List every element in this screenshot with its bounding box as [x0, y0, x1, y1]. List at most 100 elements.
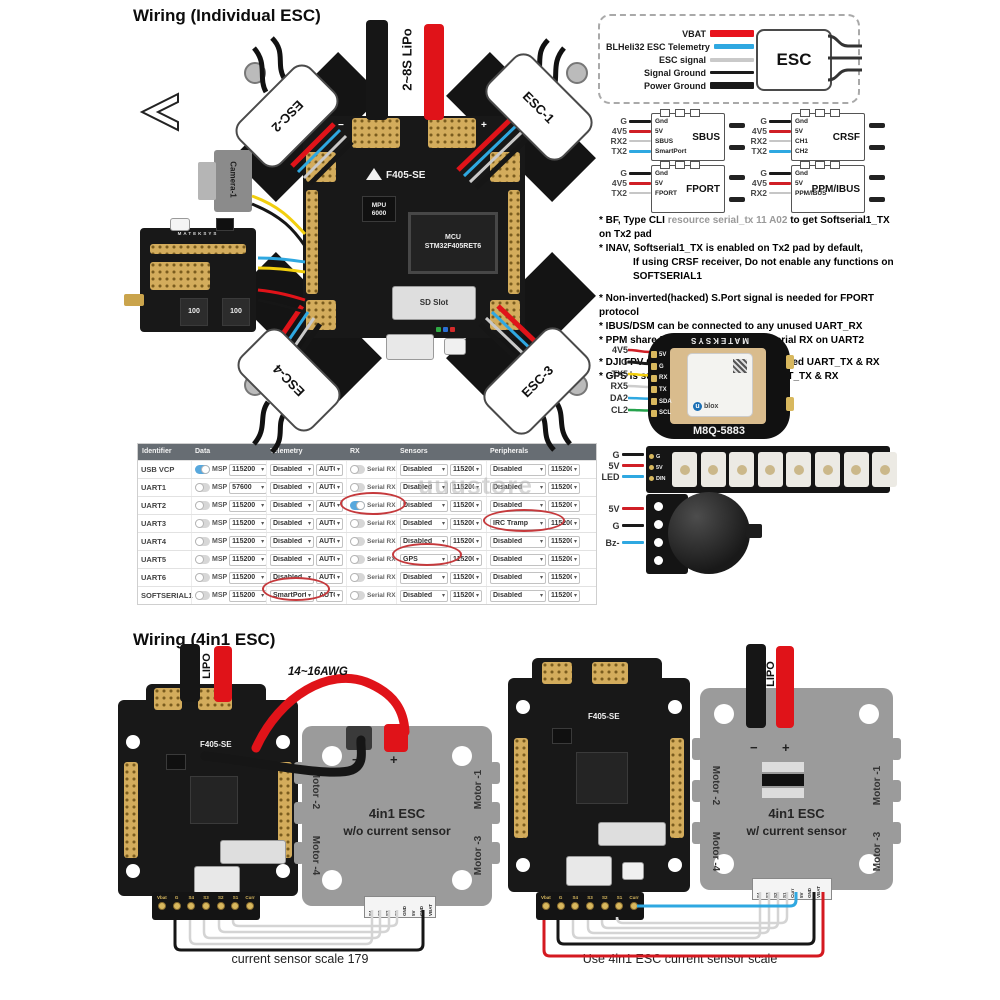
- select-dropdown[interactable]: 115200▾: [548, 589, 580, 602]
- toggle-switch[interactable]: [350, 518, 365, 528]
- plus-mark: +: [782, 740, 790, 755]
- select-dropdown[interactable]: Disabled▾: [490, 481, 546, 494]
- select-dropdown[interactable]: Disabled▾: [270, 535, 314, 548]
- receiver-pin-row: 4V5: [737, 178, 791, 188]
- select-dropdown[interactable]: Disabled▾: [490, 499, 546, 512]
- toggle-switch[interactable]: [350, 590, 365, 600]
- toggle-knob: [195, 572, 204, 582]
- strip-pad-vbat: Vbat: [539, 894, 553, 918]
- select-dropdown[interactable]: 115200▾: [548, 553, 580, 566]
- select-dropdown[interactable]: Disabled▾: [490, 463, 546, 476]
- port-identifier: SOFTSERIAL1: [141, 591, 193, 600]
- serial-rx-label: Serial RX: [367, 592, 396, 599]
- select-dropdown[interactable]: Disabled▾: [400, 571, 448, 584]
- toggle-switch[interactable]: [350, 536, 365, 546]
- select-dropdown[interactable]: 57600▾: [229, 481, 268, 494]
- vtx-pad-row: [150, 244, 246, 254]
- select-dropdown[interactable]: 115200▾: [229, 463, 268, 476]
- toggle-knob: [195, 554, 204, 564]
- select-value: Disabled: [493, 484, 523, 491]
- select-dropdown[interactable]: 115200▾: [450, 553, 482, 566]
- ws2812-led: [872, 452, 898, 487]
- select-value: IRC Tramp: [493, 520, 529, 527]
- select-dropdown[interactable]: 115200▾: [450, 463, 482, 476]
- select-dropdown[interactable]: 115200▾: [548, 535, 580, 548]
- select-value: Disabled: [403, 574, 433, 581]
- select-dropdown[interactable]: AUTO▾: [316, 481, 343, 494]
- select-dropdown[interactable]: Disabled▾: [270, 463, 314, 476]
- toggle-switch[interactable]: [195, 464, 210, 474]
- select-dropdown[interactable]: 115200▾: [450, 499, 482, 512]
- select-value: 115200: [453, 484, 474, 491]
- select-dropdown[interactable]: 115200▾: [450, 571, 482, 584]
- port-identifier: UART5: [141, 555, 167, 564]
- chevron-down-icon: ▾: [539, 521, 543, 527]
- toggle-switch[interactable]: [195, 518, 210, 528]
- select-dropdown[interactable]: 115200▾: [229, 517, 268, 530]
- select-dropdown[interactable]: 115200▾: [548, 463, 580, 476]
- select-dropdown[interactable]: Disabled▾: [490, 589, 546, 602]
- lipo-pad-neg: [154, 688, 182, 710]
- toggle-knob: [356, 500, 365, 510]
- toggle-switch[interactable]: [350, 500, 365, 510]
- receiver-pad-label: Gnd: [655, 170, 668, 177]
- select-dropdown[interactable]: AUTO▾: [316, 517, 343, 530]
- select-dropdown[interactable]: AUTO▾: [316, 499, 343, 512]
- select-dropdown[interactable]: 115200▾: [229, 571, 268, 584]
- select-dropdown[interactable]: 115200▾: [548, 481, 580, 494]
- toggle-switch[interactable]: [350, 482, 365, 492]
- mcu-chip: MCU STM32F405RET6: [408, 212, 498, 274]
- toggle-switch[interactable]: [195, 590, 210, 600]
- gps-pad: [651, 374, 657, 382]
- receiver-pin-label: G: [620, 116, 627, 126]
- select-dropdown[interactable]: 115200▾: [450, 481, 482, 494]
- toggle-switch[interactable]: [195, 554, 210, 564]
- receiver-pin-row: G: [597, 168, 651, 178]
- select-dropdown[interactable]: AUTO▾: [316, 553, 343, 566]
- select-dropdown[interactable]: Disabled▾: [400, 517, 448, 530]
- select-dropdown[interactable]: Disabled▾: [400, 463, 448, 476]
- select-dropdown[interactable]: Disabled▾: [270, 481, 314, 494]
- select-dropdown[interactable]: AUTO▾: [316, 535, 343, 548]
- select-dropdown[interactable]: Disabled▾: [400, 481, 448, 494]
- select-dropdown[interactable]: Disabled▾: [490, 553, 546, 566]
- chevron-down-icon: ▾: [441, 521, 445, 527]
- select-dropdown[interactable]: 115200▾: [450, 517, 482, 530]
- strip-pad: [202, 902, 211, 910]
- toggle-switch[interactable]: [195, 536, 210, 546]
- select-value: Disabled: [273, 538, 303, 545]
- select-dropdown[interactable]: Disabled▾: [270, 517, 314, 530]
- select-dropdown[interactable]: 115200▾: [548, 571, 580, 584]
- watermark: uuustore: [418, 472, 533, 500]
- toggle-switch[interactable]: [195, 572, 210, 582]
- strip-pad-label: Vbat: [156, 895, 167, 900]
- toggle-switch[interactable]: [195, 482, 210, 492]
- select-dropdown[interactable]: 115200▾: [450, 589, 482, 602]
- battery-pad-positive: [428, 118, 476, 148]
- toggle-switch[interactable]: [350, 572, 365, 582]
- receiver-pin-label: TX2: [751, 146, 767, 156]
- select-dropdown[interactable]: Disabled▾: [400, 589, 448, 602]
- select-dropdown[interactable]: Disabled▾: [270, 499, 314, 512]
- serial-rx-label: Serial RX: [367, 502, 396, 509]
- select-dropdown[interactable]: Disabled▾: [270, 553, 314, 566]
- select-dropdown[interactable]: Disabled▾: [490, 571, 546, 584]
- select-dropdown[interactable]: SmartPort▾: [270, 589, 314, 602]
- select-dropdown[interactable]: AUTO▾: [316, 463, 343, 476]
- toggle-switch[interactable]: [350, 464, 365, 474]
- mpu6000-chip: MPU 6000: [362, 196, 396, 222]
- toggle-switch[interactable]: [350, 554, 365, 564]
- toggle-knob: [350, 590, 359, 600]
- select-dropdown[interactable]: IRC Tramp ▾: [490, 517, 546, 530]
- select-dropdown[interactable]: Disabled▾: [490, 535, 546, 548]
- select-dropdown[interactable]: Disabled▾: [400, 499, 448, 512]
- strip-pad-curr: Curr: [243, 894, 257, 918]
- toggle-switch[interactable]: [195, 500, 210, 510]
- select-dropdown[interactable]: 115200▾: [229, 499, 268, 512]
- strip-pad: [216, 902, 225, 910]
